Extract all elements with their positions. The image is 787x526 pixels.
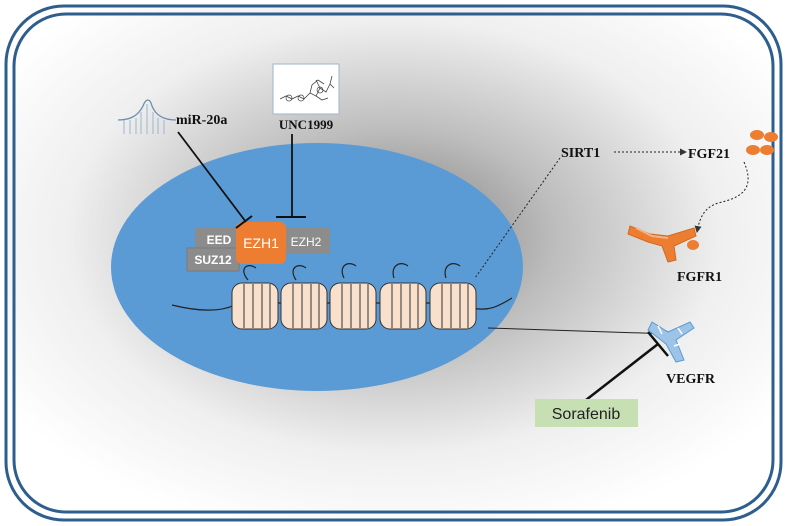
dna-to-vegfr-arrow <box>487 327 673 338</box>
sorafenib-label: Sorafenib <box>552 406 621 423</box>
dna-strand <box>171 297 513 311</box>
sorafenib-inhibition-line <box>585 343 659 401</box>
mirna-label: miR-20a <box>176 113 227 128</box>
fgf21-bound-dot <box>687 240 699 250</box>
fgf21-label: FGF21 <box>688 147 730 162</box>
nucleosome <box>379 263 427 330</box>
vegfr-receptor-icon <box>647 321 695 363</box>
ezh1-box <box>236 222 286 264</box>
ezh2-box <box>282 228 330 254</box>
ezh1-label: EZH1 <box>243 235 279 251</box>
prc2-complex: EED SUZ12 EZH2 EZH1 <box>186 222 330 272</box>
mirna-inhibition-line <box>177 131 247 223</box>
nucleosome <box>329 263 377 330</box>
eed-label: EED <box>207 233 232 247</box>
nucleosome <box>231 265 279 330</box>
sirt1-to-nucleosome-line <box>474 157 561 279</box>
cell-inner-membrane <box>12 12 775 514</box>
fgfr1-receptor-icon <box>627 225 697 263</box>
fgf21-dots-icon <box>746 130 778 155</box>
vegfr-label: VEGFR <box>666 372 716 387</box>
ezh2-label: EZH2 <box>291 235 322 249</box>
fgfr1-label: FGFR1 <box>677 270 722 285</box>
mirna-icon <box>117 99 177 134</box>
mirna-inhibition-bar <box>235 215 253 229</box>
sorafenib-inhibition-bar <box>647 331 669 357</box>
nucleus <box>111 143 523 391</box>
suz12-label: SUZ12 <box>194 253 232 267</box>
nucleosome <box>280 265 328 330</box>
nucleosome <box>429 263 477 330</box>
nucleosomes <box>231 263 477 330</box>
eed-box <box>195 227 243 251</box>
sirt1-label: SIRT1 <box>561 146 600 161</box>
inhibitor-label: UNC1999 <box>279 117 334 132</box>
chemical-structure-icon <box>272 63 340 115</box>
sorafenib-box <box>535 399 638 427</box>
